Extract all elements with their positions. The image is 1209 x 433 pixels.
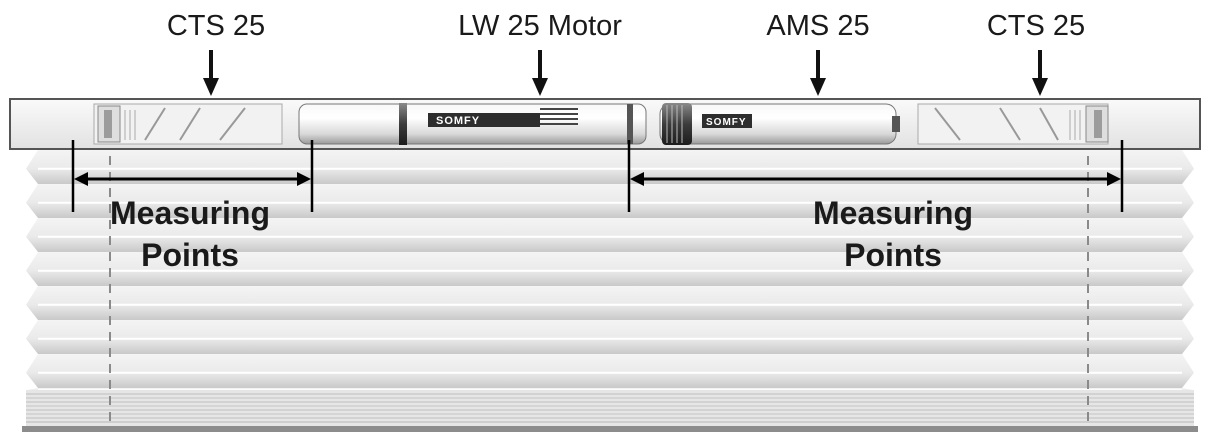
measuring-points-right-label: Measuring Points — [813, 192, 973, 276]
pleated-shade — [26, 150, 1194, 392]
cts-unit-left — [93, 103, 283, 145]
bottom-rail — [22, 390, 1198, 432]
pleat — [26, 184, 1194, 218]
measuring-points-left-label: Measuring Points — [110, 192, 270, 276]
down-arrow-icon — [532, 50, 548, 96]
cts-unit-right — [917, 103, 1109, 145]
ams-25-label: AMS 25 — [766, 10, 870, 42]
measuring-left-line1: Measuring — [109, 195, 271, 231]
pleat — [26, 354, 1194, 388]
measuring-left-line2: Points — [141, 237, 239, 273]
cts-25-left-label: CTS 25 — [166, 10, 266, 42]
pleat — [26, 320, 1194, 354]
measuring-right-line1: Measuring — [812, 195, 974, 231]
pleat — [26, 252, 1194, 286]
measuring-bracket-right — [627, 140, 1124, 212]
motor-brand-label: SOMFY — [436, 115, 480, 127]
down-arrow-icon — [203, 50, 219, 96]
ams-unit: SOMFY — [659, 103, 900, 145]
pleat — [26, 218, 1194, 252]
lw-25-motor-label: LW 25 Motor — [458, 10, 622, 42]
down-arrow-icon — [1032, 50, 1048, 96]
ams-brand-label: SOMFY — [706, 117, 747, 128]
down-arrow-icon — [810, 50, 826, 96]
pleat — [26, 286, 1194, 320]
lw-motor: SOMFY — [298, 103, 647, 145]
cts-25-right-label: CTS 25 — [986, 10, 1086, 42]
measuring-right-line2: Points — [844, 237, 942, 273]
measuring-bracket-left — [71, 140, 314, 212]
pleat — [26, 150, 1194, 184]
